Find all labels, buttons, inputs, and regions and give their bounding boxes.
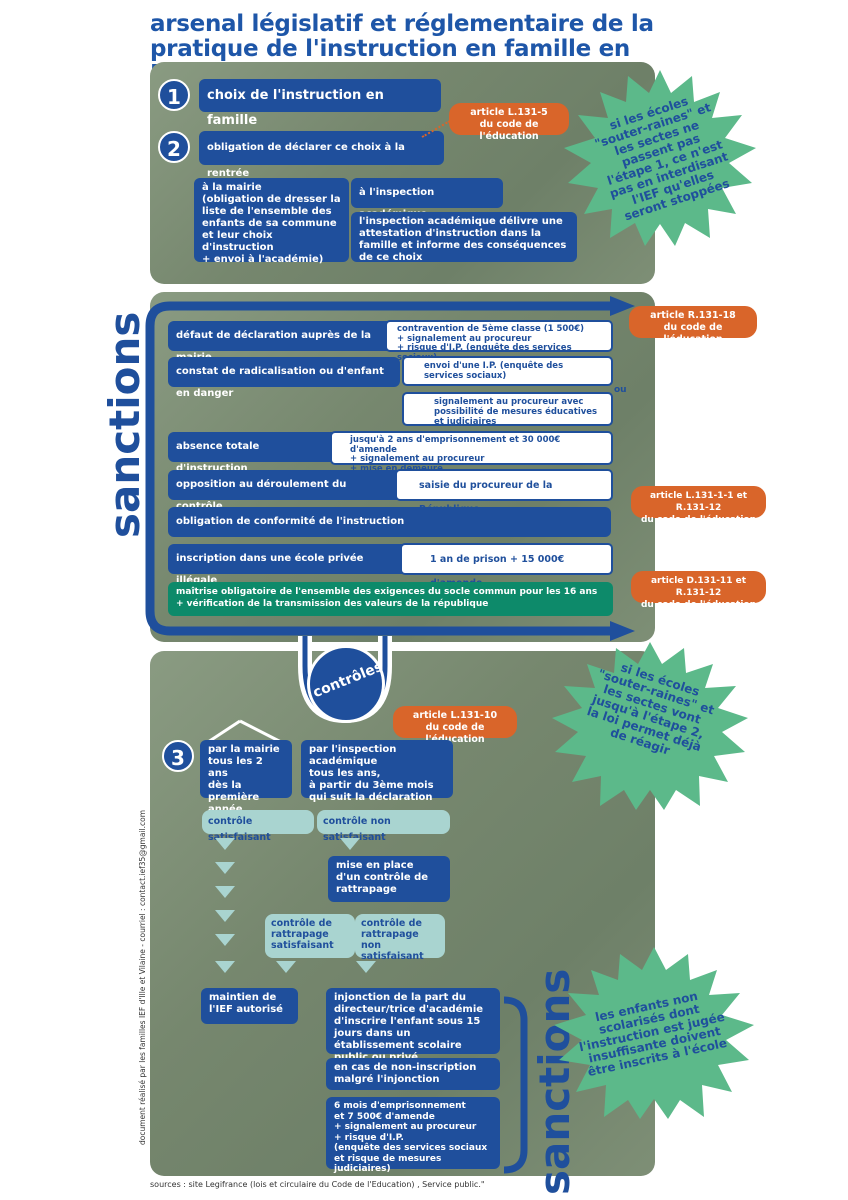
rattrapage-non-satisfaisant: contrôle de rattrapage non satisfaisant xyxy=(355,914,445,962)
inspection-declaration: à l'inspection académique xyxy=(351,178,503,220)
sanction-result-absence: jusqu'à 2 ans d'emprisonnement et 30 000… xyxy=(330,431,613,473)
arrow-5 xyxy=(215,934,235,946)
maintien-ief: maintien de l'IEF autorisé xyxy=(201,988,298,1024)
sanction-result-ip: envoi d'une I.P. (enquête des services s… xyxy=(402,356,613,386)
sanction-cause-radicalisation: constat de radicalisation ou d'enfant en… xyxy=(168,357,400,399)
arrow-3 xyxy=(215,886,235,898)
mairie-declaration: à la mairie (obligation de dresser la li… xyxy=(194,178,349,265)
arrow-6 xyxy=(215,961,235,973)
sanction-cause-absence: absence totale d'instruction xyxy=(168,432,338,474)
socle-commun: maîtrise obligatoire de l'ensemble des e… xyxy=(168,582,613,616)
burst-1-shape xyxy=(564,70,756,246)
sanctions-label-1: sanctions xyxy=(100,311,149,538)
controle-rattrapage: mise en place d'un contrôle de rattrapag… xyxy=(328,856,450,902)
sanction-result-opposition: saisie du procureur de la République xyxy=(395,469,613,515)
arrow-7 xyxy=(340,838,360,850)
sanction-cause-ecole-illegale: inscription dans une école privée illéga… xyxy=(168,544,408,586)
rattrapage-satisfaisant: contrôle de rattrapage satisfaisant xyxy=(265,914,355,958)
arrow-9 xyxy=(356,961,376,973)
or-label: ou xyxy=(614,385,627,395)
burst-2-shape xyxy=(552,642,748,810)
sources: sources : site Legifrance (lois et circu… xyxy=(150,1180,485,1189)
arrow-4 xyxy=(215,910,235,922)
burst-3 xyxy=(554,947,754,1119)
article-l131-5: article L.131-5 du code de l'éducation xyxy=(449,103,569,142)
article-l131-10: article L.131-10 du code de l'éducation xyxy=(393,706,517,745)
step-2-number: 2 xyxy=(158,131,190,163)
page-title: arsenal législatif et réglementaire de l… xyxy=(150,11,654,87)
side-note: document réalisé par les familles IEF d'… xyxy=(138,809,147,1145)
arrow-1 xyxy=(215,838,235,850)
sanction-result-procureur: signalement au procureur avec possibilit… xyxy=(402,392,613,427)
burst-1 xyxy=(564,70,756,246)
controle-non-satisfaisant: contrôle non satisfaisant xyxy=(317,810,450,843)
bracket-2-path xyxy=(503,996,528,1174)
burst-3-shape xyxy=(554,947,754,1119)
step-3-number: 3 xyxy=(162,740,194,772)
controle-mairie: par la mairie tous les 2 ans dès la prem… xyxy=(200,740,292,815)
bracket-path xyxy=(145,301,620,636)
step-1-number: 1 xyxy=(158,79,190,111)
controle-satisfaisant: contrôle satisfaisant xyxy=(202,810,314,843)
sanction-result-ecole-illegale: 1 an de prison + 15 000€ d'amende xyxy=(400,543,613,589)
bracket-arrow-top xyxy=(610,296,635,316)
article-d131-11: article D.131-11 et R.131-12 du code de … xyxy=(631,571,766,610)
controle-inspection: par l'inspection académique tous les ans… xyxy=(301,740,453,803)
arrow-2 xyxy=(215,862,235,874)
sanction-result-declaration: contravention de 5ème classe (1 500€) + … xyxy=(385,320,613,362)
step-1-label: choix de l'instruction en famille xyxy=(199,79,441,128)
bracket-arrow-bottom xyxy=(610,621,635,641)
article-l131-1-1: article L.131-1-1 et R.131-12 du code de… xyxy=(631,486,766,525)
sanctions-bracket-2 xyxy=(503,996,528,1174)
attestation-box: l'inspection académique délivre une atte… xyxy=(351,212,577,263)
non-inscription: en cas de non-inscription malgré l'injon… xyxy=(326,1058,500,1090)
sanction-cause-conformite: obligation de conformité de l'instructio… xyxy=(168,507,611,537)
sanction-cause-opposition: opposition au déroulement du contrôle xyxy=(168,470,403,512)
peine: 6 mois d'emprisonnement et 7 500€ d'amen… xyxy=(326,1097,500,1174)
article-r131-18: article R.131-18 du code de l'éducation xyxy=(629,306,757,345)
injonction: injonction de la part du directeur/trice… xyxy=(326,988,500,1063)
arrow-8 xyxy=(276,961,296,973)
burst-2 xyxy=(552,642,748,810)
sanctions-bracket xyxy=(145,296,635,641)
sanction-cause-declaration: défaut de déclaration auprès de la mairi… xyxy=(168,321,393,363)
controles-circle xyxy=(307,645,385,723)
step-2-label: obligation de déclarer ce choix à la ren… xyxy=(199,131,444,179)
